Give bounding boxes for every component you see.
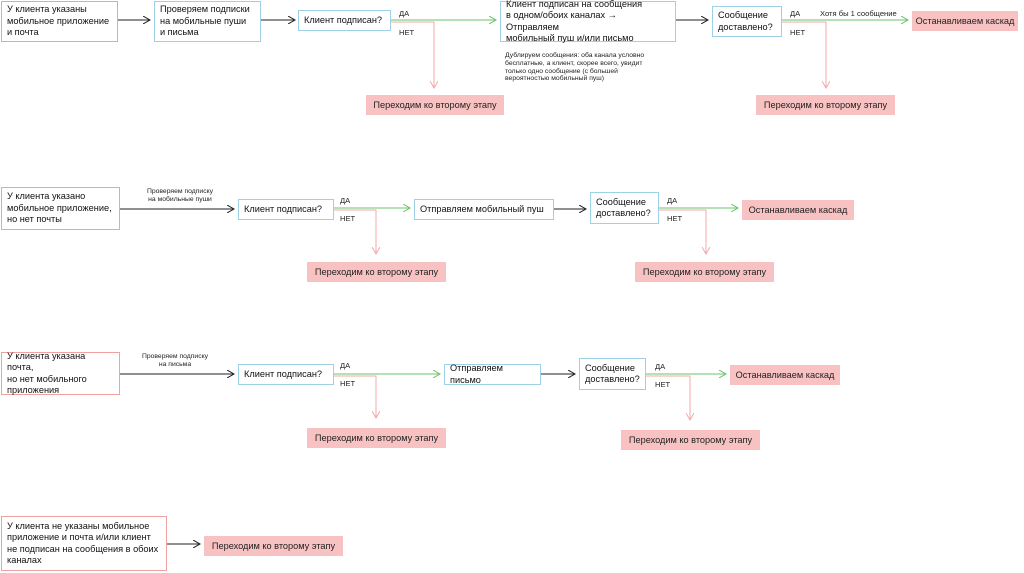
- flow1-note: Дублируем сообщения: оба канала условно …: [505, 52, 645, 83]
- flow2-stop-text: Останавливаем каскад: [748, 205, 848, 215]
- flow2-yes2-label: ДА: [667, 196, 678, 205]
- flow3-subscribed-box: Клиент подписан?: [238, 364, 334, 385]
- flow1-delivered-box: Сообщение доставлено?: [712, 6, 782, 37]
- flow4-start-text: У клиента не указаны мобильное приложени…: [7, 520, 159, 566]
- flow3-no2-label: НЕТ: [655, 380, 671, 389]
- flow3-check-label: Проверяем подписку на письма: [141, 353, 209, 368]
- arrow-2-no2: [659, 209, 706, 254]
- flow1-send-box: Клиент подписан на сообщения в одном/обо…: [500, 0, 676, 43]
- flow2-send-text: Отправляем мобильный пуш: [420, 203, 544, 214]
- flow2-send-box: Отправляем мобильный пуш: [414, 199, 554, 220]
- flow2-stop-box: Останавливаем каскад: [742, 200, 854, 220]
- arrow-3-no2: [646, 375, 690, 420]
- flow2-start-box: У клиента указано мобильное приложение, …: [1, 187, 120, 230]
- flow2-delivered-text: Сообщение доставлено?: [596, 196, 651, 219]
- flow2-check-label: Проверяем подписку на мобильные пуши: [146, 188, 214, 203]
- flow1-delivered-text: Сообщение доставлено?: [718, 10, 773, 32]
- flow2-subscribed-box: Клиент подписан?: [238, 199, 334, 220]
- flow4-next-stage: Переходим ко второму этапу: [204, 536, 343, 556]
- arrow-1-no2: [782, 21, 826, 88]
- flow1-start-box: У клиента указаны мобильное приложение и…: [1, 1, 118, 42]
- flow3-stop-box: Останавливаем каскад: [730, 365, 840, 385]
- flow2-subscribed-text: Клиент подписан?: [244, 203, 323, 214]
- flow1-no2-label: НЕТ: [790, 28, 806, 37]
- flow4-start-box: У клиента не указаны мобильное приложени…: [1, 516, 167, 571]
- arrow-2-no: [334, 209, 376, 254]
- flow3-send-box: Отправляем письмо: [444, 363, 541, 385]
- flow2-no2-label: НЕТ: [667, 214, 683, 223]
- flow3-yes2-label: ДА: [655, 362, 666, 371]
- flow1-check-box: Проверяем подписки на мобильные пуши и п…: [154, 1, 261, 42]
- flow1-next-stage-a: Переходим ко второму этапу: [366, 95, 504, 115]
- flow1-next-stage-b: Переходим ко второму этапу: [756, 95, 895, 115]
- flow1-next-stage-b-text: Переходим ко второму этапу: [763, 100, 888, 110]
- flow1-stop-text: Останавливаем каскад: [915, 16, 1015, 26]
- flow1-at-least-one-label: Хотя бы 1 сообщение: [820, 9, 897, 18]
- flow3-next-stage-a-text: Переходим ко второму этапу: [314, 433, 439, 443]
- flow2-start-text: У клиента указано мобильное приложение, …: [7, 191, 112, 225]
- flow3-stop-text: Останавливаем каскад: [735, 370, 835, 380]
- flow3-delivered-box: Сообщение доставлено?: [579, 358, 646, 390]
- flow3-next-stage-a: Переходим ко второму этапу: [307, 428, 446, 448]
- flow3-subscribed-text: Клиент подписан?: [244, 368, 323, 379]
- flow2-next-stage-a-text: Переходим ко второму этапу: [314, 267, 439, 277]
- flow1-no-label: НЕТ: [399, 28, 415, 37]
- flow3-start-text: У клиента указана почта, но нет мобильно…: [7, 350, 87, 396]
- flow1-stop-box: Останавливаем каскад: [912, 11, 1018, 31]
- flow3-send-text: Отправляем письмо: [450, 363, 503, 385]
- flow2-next-stage-a: Переходим ко второму этапу: [307, 262, 446, 282]
- flow1-yes-label: ДА: [399, 9, 410, 18]
- flow3-yes-label: ДА: [340, 361, 351, 370]
- flow2-next-stage-b: Переходим ко второму этапу: [635, 262, 774, 282]
- flow3-delivered-text: Сообщение доставлено?: [585, 362, 640, 385]
- flow3-start-box: У клиента указана почта, но нет мобильно…: [1, 350, 120, 396]
- flow2-delivered-box: Сообщение доставлено?: [590, 192, 659, 224]
- flow2-yes-label: ДА: [340, 196, 351, 205]
- arrow-3-no: [334, 375, 376, 418]
- arrow-1-no: [391, 21, 434, 88]
- flow3-no-label: НЕТ: [340, 379, 356, 388]
- flow1-start-text: У клиента указаны мобильное приложение и…: [7, 4, 110, 38]
- flow3-next-stage-b-text: Переходим ко второму этапу: [628, 435, 753, 445]
- flow1-subscribed-box: Клиент подписан?: [298, 10, 391, 31]
- flow1-send-text: Клиент подписан на сообщения в одном/обо…: [506, 0, 643, 43]
- flow3-next-stage-b: Переходим ко второму этапу: [621, 430, 760, 450]
- flow1-next-stage-a-text: Переходим ко второму этапу: [373, 100, 497, 110]
- flow2-no-label: НЕТ: [340, 214, 356, 223]
- flow4-next-stage-text: Переходим ко второму этапу: [211, 541, 336, 551]
- flow1-check-text: Проверяем подписки на мобильные пуши и п…: [160, 4, 250, 38]
- flow1-subscribed-text: Клиент подписан?: [304, 14, 383, 25]
- flow2-next-stage-b-text: Переходим ко второму этапу: [642, 267, 767, 277]
- flow1-yes2-label: ДА: [790, 9, 801, 18]
